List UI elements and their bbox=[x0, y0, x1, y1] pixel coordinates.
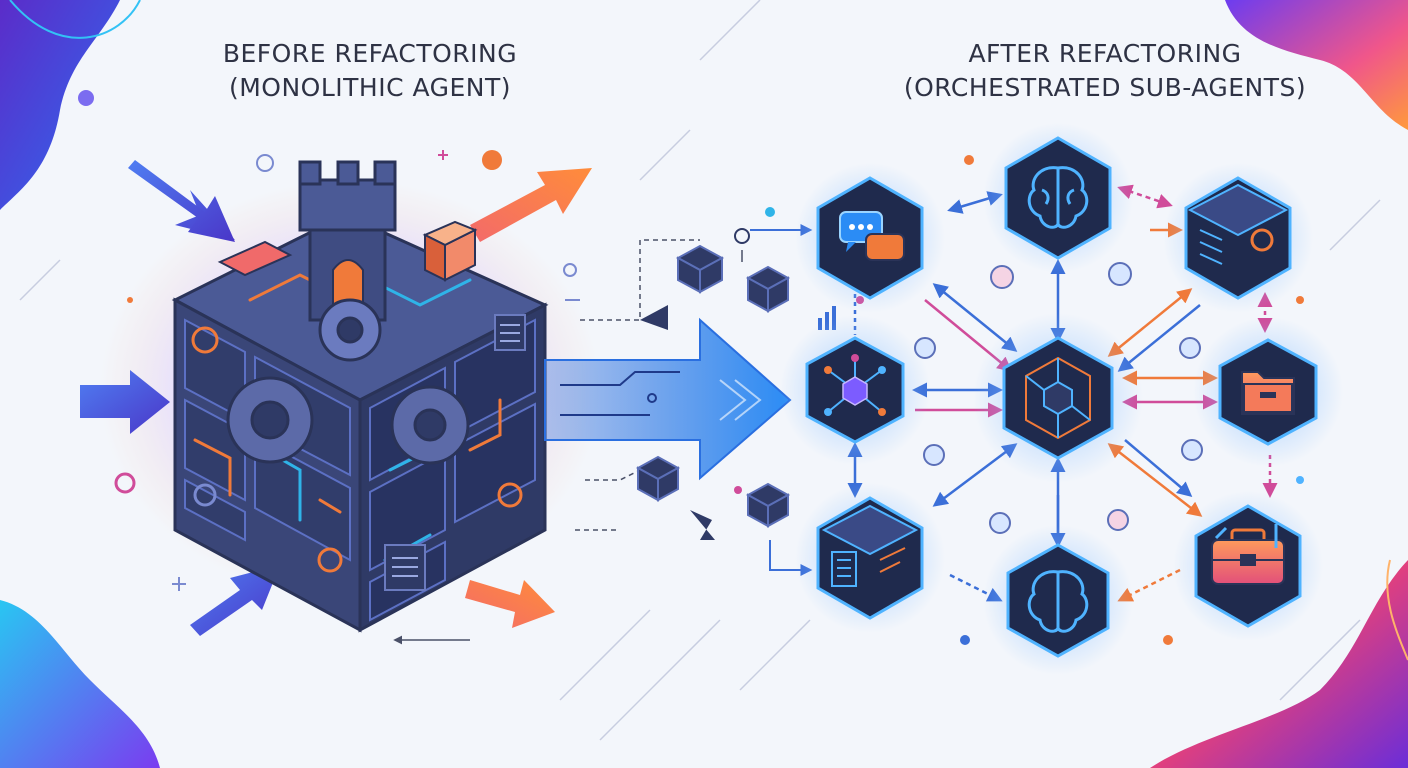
orchestrator-icon bbox=[1025, 356, 1091, 440]
list-cube-icon bbox=[821, 504, 919, 587]
gear-icon bbox=[318, 298, 382, 362]
output-arrow-top bbox=[470, 168, 592, 242]
orchestrated-sub-agents bbox=[780, 123, 1343, 675]
output-arrow-bottom bbox=[465, 580, 555, 628]
connector-cubes bbox=[575, 207, 813, 576]
gear-icon bbox=[226, 376, 314, 464]
before-title-line-1: BEFORE REFACTORING bbox=[222, 39, 518, 68]
transition-arrow bbox=[544, 317, 792, 481]
sub-agent-brain-top bbox=[983, 123, 1133, 273]
before-refactoring-title: BEFORE REFACTORING (MONOLITHIC AGENT) bbox=[150, 37, 590, 105]
brain-icon bbox=[1027, 166, 1089, 229]
input-arrow-left bbox=[80, 370, 170, 434]
after-title-line-1: AFTER REFACTORING bbox=[968, 39, 1242, 68]
gear-icon bbox=[191, 326, 523, 573]
sub-agent-brain-bottom bbox=[983, 525, 1133, 675]
network-cube-icon bbox=[824, 354, 886, 416]
toolbox-icon bbox=[1211, 524, 1285, 585]
top-right-blob bbox=[1225, 0, 1408, 130]
document-cube-icon bbox=[1187, 183, 1289, 265]
sub-agent-list-cube bbox=[795, 483, 945, 633]
top-left-blob bbox=[0, 0, 120, 210]
bottom-left-blob bbox=[0, 600, 160, 768]
sub-agent-document-cube bbox=[1163, 163, 1313, 313]
bottom-right-blob bbox=[1150, 560, 1408, 768]
after-refactoring-title: AFTER REFACTORING (ORCHESTRATED SUB-AGEN… bbox=[855, 37, 1355, 105]
sub-agent-network bbox=[780, 315, 930, 465]
sub-agent-chat bbox=[795, 163, 945, 313]
before-title-line-2: (MONOLITHIC AGENT) bbox=[228, 73, 512, 102]
sub-agent-orchestrator bbox=[973, 313, 1143, 483]
sub-agent-toolbox bbox=[1173, 491, 1323, 641]
chat-bubbles-icon bbox=[839, 211, 905, 261]
brain-icon bbox=[1027, 570, 1089, 633]
monolithic-agent bbox=[80, 150, 600, 645]
sub-agent-folder bbox=[1193, 317, 1343, 467]
after-title-line-2: (ORCHESTRATED SUB-AGENTS) bbox=[903, 73, 1307, 102]
folder-icon bbox=[1241, 371, 1295, 415]
gear-icon bbox=[390, 385, 470, 465]
input-arrow-bottom bbox=[190, 565, 280, 636]
